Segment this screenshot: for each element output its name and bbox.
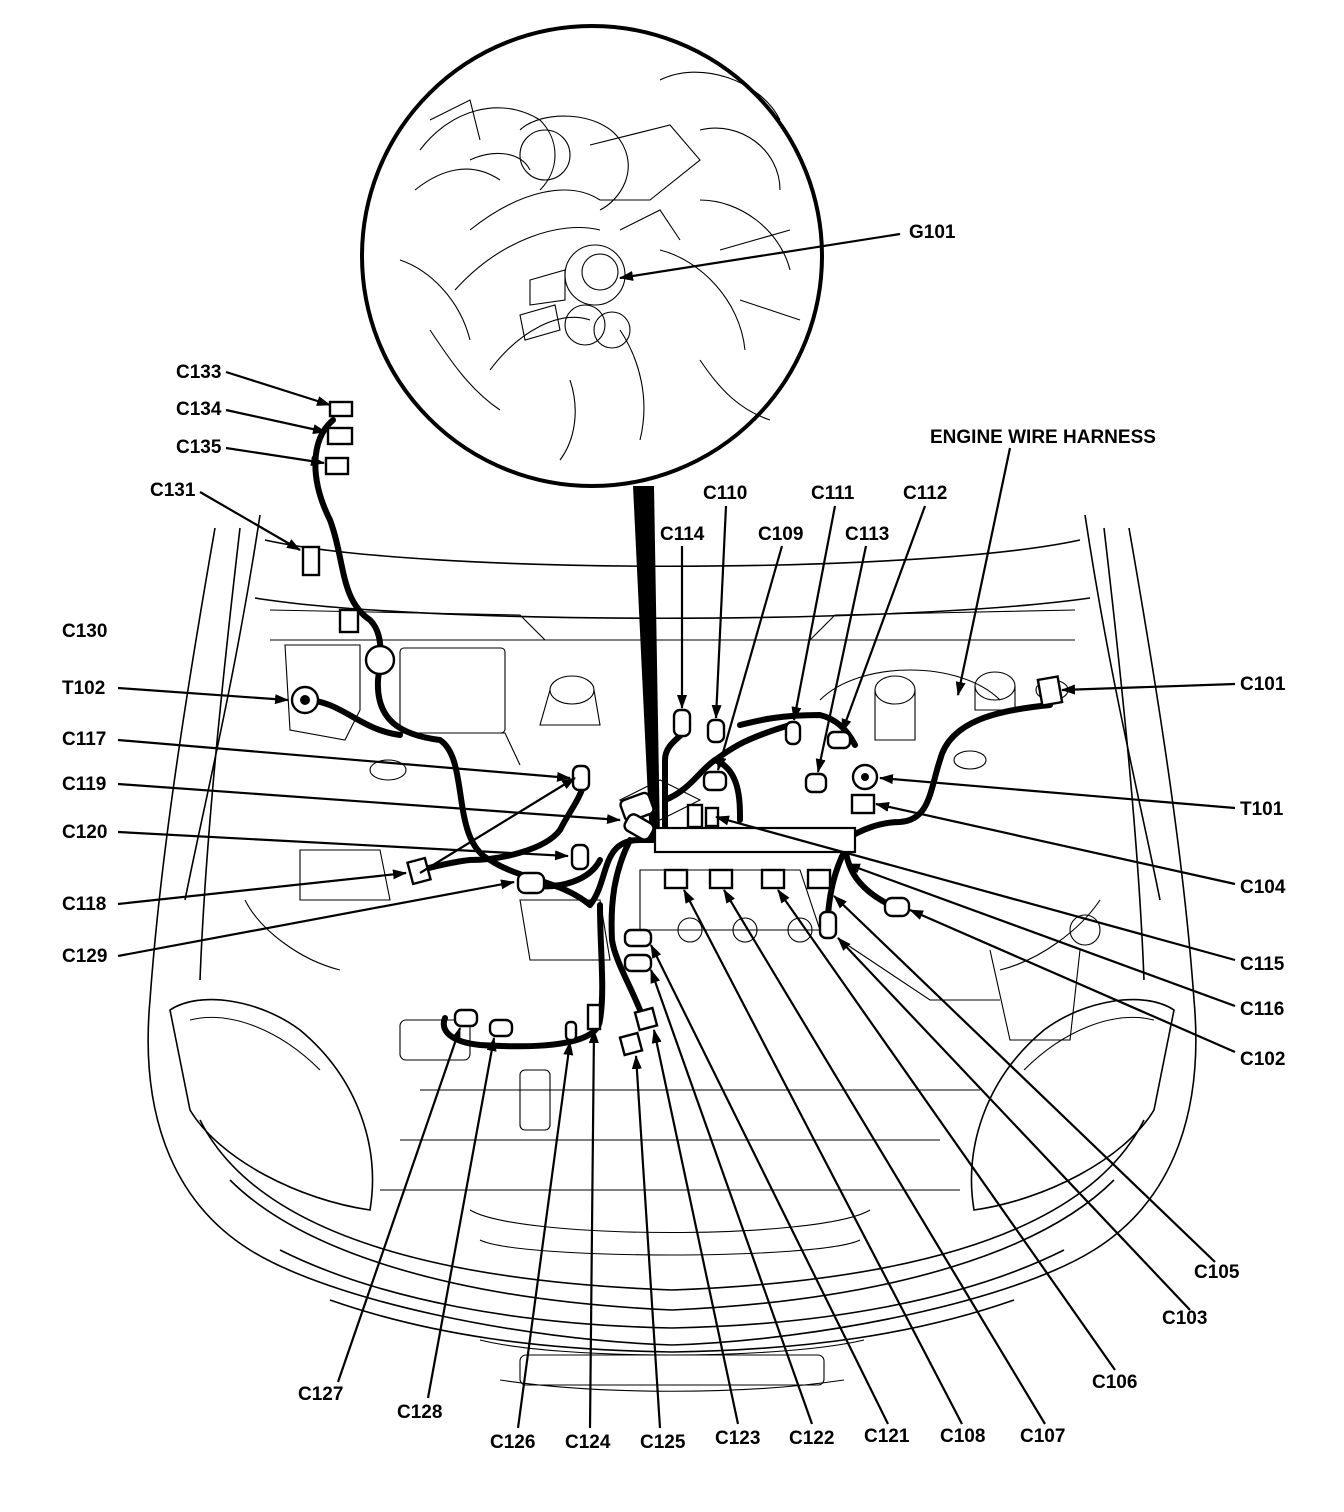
connector-c128 [488,1018,514,1038]
terminal-t102-bolt [300,695,310,705]
inset-detail [360,24,824,488]
label-c130: C130 [62,621,107,642]
connector-c133 [328,400,354,418]
engine-bay-detail [244,644,1101,1256]
connector-c130 [338,608,360,634]
connector-c124 [586,1003,602,1031]
label-c106: C106 [1092,1372,1137,1393]
label-g101: G101 [909,222,956,243]
label-c123: C123 [715,1428,760,1449]
connector-c101 [1036,675,1064,707]
label-c111: C111 [811,483,855,504]
label-c103: C103 [1162,1308,1207,1329]
connector-c125b [618,1031,644,1057]
label-t102: T102 [62,678,105,699]
connectors [290,400,1064,1057]
inset-pointer [633,486,660,840]
connector-c107 [760,868,786,890]
leader-lines [117,232,1236,1429]
label-c116: C116 [1240,999,1284,1020]
connector-c113 [804,772,828,794]
connector-c135 [324,456,350,476]
label-c134: C134 [176,399,222,420]
label-c114: C114 [660,524,705,545]
label-c125: C125 [640,1432,686,1453]
connector-c123 [623,953,653,973]
connector-c129 [516,871,546,895]
connector-c104 [850,793,876,815]
connector-c120 [570,843,590,871]
connector-c115 [686,803,704,829]
connector-c126 [564,1020,578,1042]
label-c110: C110 [703,483,747,504]
label-c128: C128 [397,1402,442,1423]
label-c120: C120 [62,822,107,843]
label-c124: C124 [565,1432,611,1453]
label-c133: C133 [176,362,221,383]
connector-c103 [818,910,838,940]
connector-c127 [453,1008,479,1028]
label-c135: C135 [176,437,222,458]
label-c102: C102 [1240,1049,1285,1070]
label-c129: C129 [62,946,107,967]
connector-c114 [672,708,692,738]
connector-c131 [301,545,321,577]
label-engine-wire-harness: ENGINE WIRE HARNESS [930,427,1156,448]
label-c104: C104 [1240,877,1286,898]
car-body-outline [147,514,1197,1392]
connector-c118 [405,856,433,886]
connector-c106 [806,868,832,890]
label-c109: C109 [758,524,803,545]
connector-c119b [623,813,655,841]
label-c122: C122 [789,1428,834,1449]
label-c108: C108 [940,1426,985,1447]
label-t101: T101 [1240,799,1284,820]
label-c131: C131 [150,480,196,501]
label-c118: C118 [62,894,106,915]
label-c113: C113 [845,524,889,545]
harness-junction-block [653,826,857,854]
label-c121: C121 [864,1426,910,1447]
connector-c117 [571,764,591,792]
label-c115: C115 [1240,954,1285,975]
connector-c112 [826,730,852,750]
connector-c134 [326,426,354,446]
labels: G101 ENGINE WIRE HARNESS C133 C134 C135 … [62,222,1286,1453]
label-c127: C127 [298,1384,343,1405]
label-c126: C126 [490,1432,535,1453]
label-c112: C112 [903,483,947,504]
connector-c109 [702,770,728,792]
label-c117: C117 [62,729,106,750]
grommet [364,644,396,676]
connector-c125 [633,1006,659,1032]
terminal-t101-bolt [861,773,869,781]
connector-c110 [706,718,726,744]
label-c119: C119 [62,774,106,795]
label-c101: C101 [1240,674,1286,695]
label-c107: C107 [1020,1426,1065,1447]
connector-c122 [623,928,653,948]
connector-c121 [663,868,689,890]
connector-c108 [708,868,734,890]
label-c105: C105 [1194,1262,1240,1283]
connector-c102 [883,896,911,918]
connector-c111 [784,720,802,746]
